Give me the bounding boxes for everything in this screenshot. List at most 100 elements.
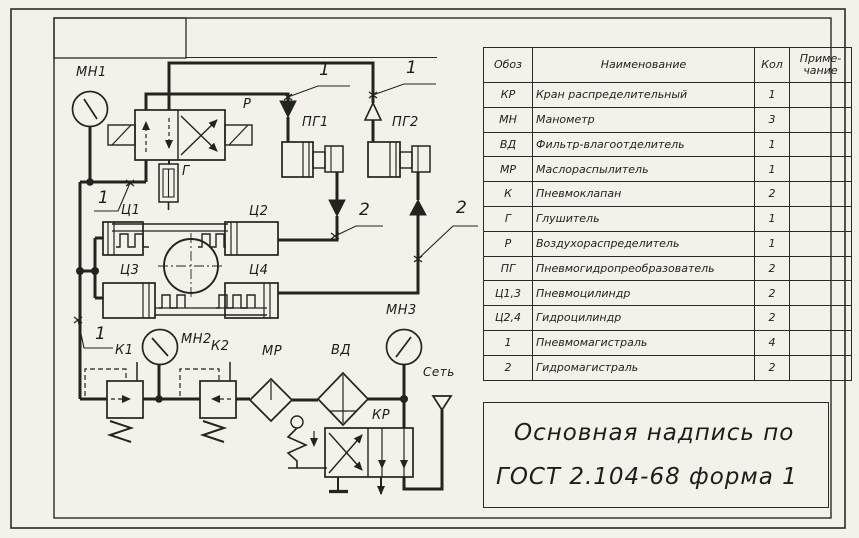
table-row: 2 Гидромагистраль 2: [483, 354, 852, 381]
callout-hydraulic-1: 2: [359, 200, 371, 220]
label-mn1: МН1: [76, 65, 107, 80]
label-c3: Ц3: [120, 263, 140, 278]
header-note: Приме-чание: [789, 47, 852, 83]
cell-name: Пневмоклапан: [532, 181, 755, 207]
kr-valve: [286, 395, 453, 495]
header-qty: Кол: [754, 47, 790, 83]
table-row: МР Маслораспылитель 1: [483, 156, 852, 183]
cell-code: ПГ: [483, 255, 533, 282]
label-pg1: ПГ1: [302, 115, 329, 130]
cell-name: Воздухораспределитель: [532, 230, 755, 257]
label-vd: ВД: [331, 343, 352, 358]
label-c1: Ц1: [121, 203, 141, 218]
k2-valve: [179, 362, 237, 443]
cell-note: [789, 106, 852, 133]
cell-note: [789, 156, 852, 183]
callout-pneumatic-2: 1: [406, 58, 418, 78]
cell-code: КР: [483, 82, 533, 108]
label-mn2: МН2: [181, 332, 212, 347]
table-row: Ц1,3 Пневмоцилиндр 2: [483, 280, 852, 307]
muffler-icon: [158, 160, 179, 210]
label-c4: Ц4: [249, 263, 269, 278]
cell-name: Пневмомагистраль: [532, 329, 755, 356]
cell-note: [789, 280, 852, 307]
cell-name: Гидромагистраль: [532, 354, 755, 381]
cell-note: [789, 205, 852, 232]
cell-name: Гидроцилиндр: [532, 305, 755, 331]
table-row: ВД Фильтр-влагоотделитель 1: [483, 131, 852, 158]
label-r: Р: [243, 97, 252, 112]
label-k2: К2: [211, 339, 230, 354]
parts-table-header-row: Обоз Наименование Кол Приме-чание: [483, 47, 852, 83]
cell-qty: 2: [754, 305, 790, 331]
parts-table: Обоз Наименование Кол Приме-чание КР Кра…: [483, 47, 852, 381]
cell-qty: 2: [754, 354, 790, 381]
title-block-line2: ГОСТ 2.104-68 форма 1: [496, 463, 798, 490]
callout-pneumatic-1: 1: [319, 60, 331, 80]
lubricator-diamond-icon: [248, 377, 294, 423]
label-mr: МР: [262, 344, 283, 359]
table-row: 1 Пневмомагистраль 4: [483, 329, 852, 356]
table-row: К Пневмоклапан 2: [483, 181, 852, 207]
check-valve-icons: [279, 100, 427, 218]
air-distributor-valve: [107, 109, 253, 161]
cell-code: 2: [483, 354, 533, 381]
cell-qty: 1: [754, 156, 790, 183]
title-block-line1: Основная надпись по: [514, 420, 795, 447]
table-row: ПГ Пневмогидропреобразователь 2: [483, 255, 852, 282]
callout-leaders: [73, 83, 478, 349]
cell-qty: 1: [754, 230, 790, 257]
cell-qty: 1: [754, 82, 790, 108]
cell-note: [789, 82, 852, 108]
cell-qty: 2: [754, 280, 790, 307]
cell-qty: 3: [754, 106, 790, 133]
cell-note: [789, 354, 852, 381]
title-block: Основная надпись по ГОСТ 2.104-68 форма …: [483, 402, 829, 508]
cell-code: Ц1,3: [483, 280, 533, 307]
header-name: Наименование: [532, 47, 755, 83]
cell-code: К: [483, 181, 533, 207]
filter-diamond-icon: [316, 371, 370, 427]
table-row: Ц2,4 Гидроцилиндр 2: [483, 305, 852, 331]
pg2-converter: [367, 141, 431, 178]
label-pg2: ПГ2: [392, 115, 419, 130]
cell-name: Манометр: [532, 106, 755, 133]
cell-name: Маслораспылитель: [532, 156, 755, 183]
cell-qty: 2: [754, 181, 790, 207]
label-kr: КР: [372, 408, 391, 423]
table-row: КР Кран распределительный 1: [483, 82, 852, 108]
cell-qty: 1: [754, 131, 790, 158]
cell-note: [789, 230, 852, 257]
cell-qty: 1: [754, 205, 790, 232]
cell-code: Г: [483, 205, 533, 232]
cell-note: [789, 131, 852, 158]
cell-qty: 2: [754, 255, 790, 282]
label-net: Сеть: [423, 365, 455, 379]
cell-note: [789, 305, 852, 331]
callout-hydraulic-2: 2: [456, 198, 468, 218]
cell-code: 1: [483, 329, 533, 356]
pressure-gauge-icons: [71, 90, 423, 366]
cell-name: Пневмоцилиндр: [532, 280, 755, 307]
label-k1: К1: [115, 343, 134, 358]
cell-note: [789, 255, 852, 282]
cell-code: ВД: [483, 131, 533, 158]
callout-pneumatic-4: 1: [95, 324, 107, 344]
cell-code: МР: [483, 156, 533, 183]
table-row: Г Глушитель 1: [483, 205, 852, 232]
junction-dots: [76, 178, 408, 403]
cell-name: Кран распределительный: [532, 82, 755, 108]
cylinder-block: [102, 221, 279, 319]
header-code: Обоз: [483, 47, 533, 83]
cell-name: Пневмогидропреобразователь: [532, 255, 755, 282]
cell-qty: 4: [754, 329, 790, 356]
label-c2: Ц2: [249, 204, 269, 219]
label-mn3: МН3: [386, 303, 417, 318]
callout-pneumatic-3: 1: [98, 188, 110, 208]
pg1-converter: [281, 141, 344, 178]
cell-code: МН: [483, 106, 533, 133]
cell-name: Фильтр-влагоотделитель: [532, 131, 755, 158]
cell-code: Ц2,4: [483, 305, 533, 331]
